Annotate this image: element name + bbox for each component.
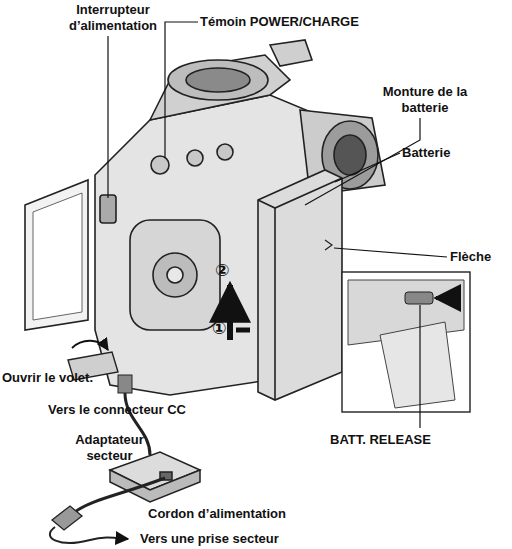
to-outlet-arrow: [50, 527, 128, 543]
battery: [258, 170, 342, 400]
open-arrow: [72, 341, 108, 350]
part-label: Batterie: [402, 145, 450, 161]
part-label: Interrupteur d’alimentation: [68, 2, 158, 34]
dc-plug: [118, 375, 132, 393]
part-label: Flèche: [450, 249, 491, 265]
part-label: Vers le connecteur CC: [48, 402, 186, 418]
callout-number: ①: [212, 320, 226, 338]
leader-line: [108, 22, 447, 428]
lcd-screen: [25, 180, 88, 330]
part-label: Cordon d’alimentation: [148, 506, 286, 522]
part-label: Ouvrir le volet.: [2, 370, 93, 386]
part-label: BATT. RELEASE: [330, 432, 431, 448]
mains-plug: [52, 506, 82, 530]
insert-arrow: [227, 285, 233, 340]
part-label: Témoin POWER/CHARGE: [200, 14, 359, 30]
part-label: Vers une prise secteur: [140, 531, 279, 547]
part-label: Monture de la batterie: [380, 84, 470, 116]
part-label: Adaptateur secteur: [62, 432, 157, 464]
callout-number: ②: [215, 262, 229, 280]
insert-arrow: [236, 328, 250, 333]
release-inset: [342, 272, 470, 412]
